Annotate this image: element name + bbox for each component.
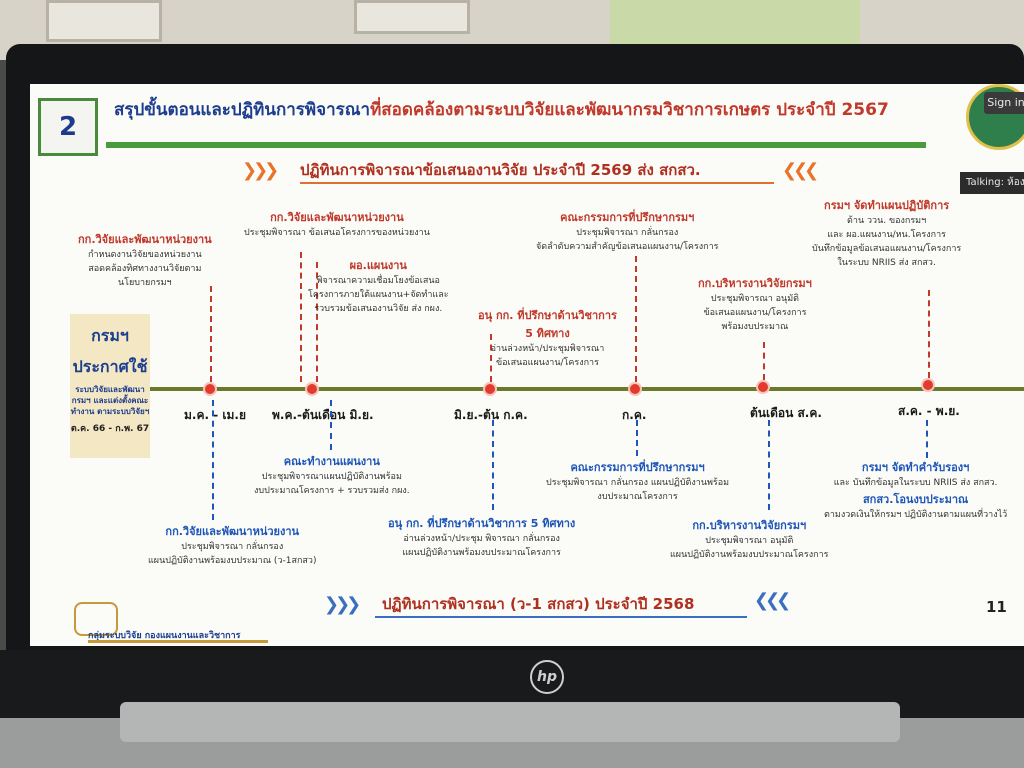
footer-underline (88, 640, 268, 643)
connector-dash (635, 256, 637, 382)
arrow-left-icon: ❮❮❮ (782, 160, 819, 181)
slide-number-box: 2 (38, 98, 98, 156)
connector-dash (928, 290, 930, 378)
timeline-dot (628, 382, 642, 396)
bottom-block-1: กก.วิจัยและพัฒนาหน่วยงาน ประชุมพิจารณา ก… (148, 525, 317, 566)
subtitle-underline (300, 182, 774, 184)
bottom-block-3: อนุ กก. ที่ปรึกษาด้านวิชาการ 5 ทิศทาง อ่… (388, 517, 576, 558)
timeline-dot (483, 382, 497, 396)
connector-dash-blue (636, 420, 638, 456)
timeline-dot (756, 380, 770, 394)
timeline-label: พ.ค.-ต้นเดือน มิ.ย. (272, 408, 374, 422)
connector-dash (763, 342, 765, 380)
top-block-6: กก.บริหารงานวิจัยกรมฯ ประชุมพิจารณา อนุม… (698, 277, 812, 332)
slide-title: สรุปขั้นตอนและปฏิทินการพิจารณาที่สอดคล้อ… (114, 100, 889, 120)
connector-dash-blue (212, 400, 214, 520)
timeline-label: ม.ค. - เม.ย (184, 408, 246, 422)
timeline-dot (305, 382, 319, 396)
announcement-box: กรมฯ ประกาศใช้ ระบบวิจัยและพัฒนา กรมฯ แล… (70, 314, 150, 458)
connector-dash-blue (330, 400, 332, 450)
hp-logo-icon: hp (530, 660, 564, 694)
timeline-dot (203, 382, 217, 396)
wall-picture-frame-2 (354, 0, 470, 34)
top-block-7: กรมฯ จัดทำแผนปฏิบัติการ ด้าน ววน. ของกรม… (812, 199, 962, 268)
connector-dash-blue (926, 420, 928, 458)
connector-dash (490, 334, 492, 382)
bottom-block-4: คณะกรรมการที่ปรึกษากรมฯ ประชุมพิจารณา กล… (546, 461, 730, 502)
arrow-right-blue-icon: ❯❯❯ (324, 594, 361, 615)
footer-logo-icon (74, 602, 118, 636)
bottom-block-2: คณะทำงานแผนงาน ประชุมพิจารณาแผนปฏิบัติงา… (254, 455, 410, 496)
connector-dash (316, 262, 318, 382)
timeline-label: ส.ค. - พ.ย. (898, 404, 960, 418)
bottom-block-5: กก.บริหารงานวิจัยกรมฯ ประชุมพิจารณา อนุม… (670, 519, 829, 560)
top-block-3: ผอ.แผนงาน พิจารณาความเชื่อมโยงข้อเสนอ โค… (308, 259, 449, 314)
title-underline (106, 142, 926, 148)
arrow-right-icon: ❯❯❯ (242, 160, 279, 181)
laptop-hinge (120, 702, 900, 742)
timeline-line (150, 387, 1024, 391)
top-block-2: กก.วิจัยและพัฒนาหน่วยงาน ประชุมพิจารณา ข… (244, 211, 430, 238)
timeline-label: ต้นเดือน ส.ค. (750, 406, 822, 420)
footer-org-name: กลุ่มระบบวิจัย กองแผนงานและวิชาการ (88, 631, 241, 641)
subtitle-2569: ปฏิทินการพิจารณาข้อเสนองานวิจัย ประจำปี … (300, 161, 701, 179)
talking-indicator: Talking: ห้อง (960, 172, 1024, 194)
slide-screen: 2 สรุปขั้นตอนและปฏิทินการพิจารณาที่สอดคล… (30, 84, 1024, 646)
connector-dash (210, 286, 212, 382)
connector-dash-blue (768, 420, 770, 510)
subtitle-2568: ปฏิทินการพิจารณา (ว-1 สกสว) ประจำปี 2568 (382, 595, 695, 613)
top-block-1: กก.วิจัยและพัฒนาหน่วยงาน กำหนดงานวิจัยขอ… (78, 233, 212, 288)
bottom-block-6: กรมฯ จัดทำคำรับรองฯ และ บันทึกข้อมูลในระ… (824, 461, 1008, 520)
arrow-left-blue-icon: ❮❮❮ (754, 590, 791, 611)
timeline-label: ก.ค. (622, 408, 647, 422)
sign-in-button[interactable]: Sign in (984, 92, 1024, 114)
connector-dash-blue (492, 420, 494, 510)
timeline-label: มิ.ย.-ต้น ก.ค. (454, 408, 528, 422)
wall-picture-frame (46, 0, 162, 42)
top-block-4: อนุ กก. ที่ปรึกษาด้านวิชาการ 5 ทิศทาง อ่… (478, 309, 617, 368)
page-number: 11 (986, 598, 1007, 616)
top-block-5: คณะกรรมการที่ปรึกษากรมฯ ประชุมพิจารณา กล… (536, 211, 719, 252)
window (610, 0, 860, 48)
subtitle-2568-underline (375, 616, 747, 618)
timeline-dot (921, 378, 935, 392)
connector-dash (300, 252, 302, 382)
